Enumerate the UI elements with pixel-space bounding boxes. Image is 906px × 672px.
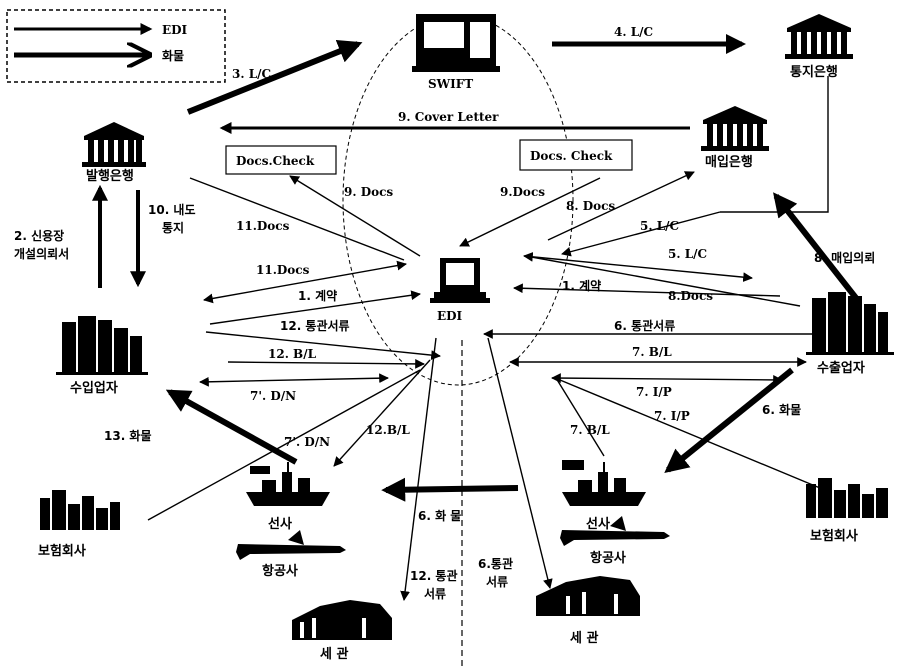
label-9-docs-left: 9. Docs [344,185,393,199]
line-advising-down [720,76,829,213]
label-7-bl: 7. B/L [632,345,672,359]
insurer-right-icon [806,478,888,518]
arrow-3-lc [186,39,363,115]
customs-left-icon [292,600,392,640]
customs-left-label: 세 관 [320,646,348,662]
arrow-13-goods [165,389,298,465]
issuing-bank-label: 발행은행 [86,168,134,184]
label-6-customs-docs: 6. 통관서류 [614,318,675,333]
arrow-9-docs-right [459,177,601,247]
arrow-11-docs [203,260,407,304]
line-11-docs [189,177,405,261]
label-2-lc-open-a: 2. 신용장 [14,228,64,243]
ship-right-icon [562,460,646,506]
legend: EDI 화물 [6,9,226,83]
label-9-cover-letter: 9. Cover Letter [398,110,499,124]
label-3-lc: 3. L/C [232,67,271,81]
exporter-building-icon [806,292,894,355]
label-1-contract-left: 1. 계약 [298,288,337,303]
label-8-docs: 8. Docs [566,199,615,213]
insurer-left-label: 보험회사 [38,543,86,559]
label-7-ip: 7. I/P [636,385,672,399]
docs-check-left-label: Docs.Check [236,154,315,168]
label-9-docs-right: 9.Docs [500,185,545,199]
label-7-dn: 7'. D/N [250,389,296,403]
label-12-bl: 12. B/L [268,347,317,361]
line-7-bl-ship [555,377,605,457]
negotiating-bank-label: 매입은행 [705,154,753,170]
label-12-customs-docs: 12. 통관서류 [280,318,350,333]
ship-left-icon [246,462,330,506]
label-12-bl-2: 12.B/L [366,423,410,437]
label-5-lc-b: 5. L/C [668,247,707,261]
airplane-left-icon [236,530,346,560]
airplane-right-icon [560,516,670,546]
arrow-goods-ship [381,477,519,502]
arrow-7-ip [551,373,783,385]
flow-arrows [92,34,859,601]
airline-left-label: 항공사 [262,563,298,579]
line-insurer-left [147,369,421,521]
label-4-lc: 4. L/C [614,25,653,39]
arrow-5-lc-a [561,211,721,257]
label-7-dn-2: 7'. D/N [284,435,330,449]
carrier-left-label: 선사 [268,516,292,532]
label-12-customs-b: 서류 [424,586,446,601]
issuing-bank-icon [82,122,146,167]
legend-edi-label: EDI [162,23,188,37]
customs-right-icon [536,576,640,616]
label-7-bl-2: 7. B/L [570,423,610,437]
label-6-customs-a: 6.통관 [478,556,513,571]
label-1-contract-right: 1. 계약 [562,278,601,293]
label-11-docs: 11.Docs [236,219,290,233]
label-5-lc-a: 5. L/C [640,219,679,233]
line-8-docs-exporter [525,255,801,307]
swift-computer-icon [412,14,500,72]
arrow-6-goods [664,367,794,474]
label-7-ip-2: 7. I/P [654,409,690,423]
arrow-7-dn [199,373,389,387]
docs-check-right-label: Docs. Check [530,149,613,163]
legend-goods-label: 화물 [162,48,184,63]
importer-label: 수입업자 [70,381,118,396]
label-2-lc-open-b: 개설의뢰서 [14,246,69,261]
carrier-right-label: 선사 [586,516,610,532]
label-12-customs-a: 12. 통관 [410,568,458,583]
advising-bank-icon [785,14,853,59]
label-10-notice-b: 통지 [162,220,184,235]
docs-check-right-box: Docs. Check [519,139,633,171]
arrow-12-bl [227,359,425,369]
label-10-notice-a: 10. 내도 [148,202,196,217]
arrow-1-contract-left [209,290,421,325]
label-6-customs-b: 서류 [486,574,508,589]
negotiating-bank-icon [701,106,769,151]
insurer-right-label: 보험회사 [810,528,858,544]
label-8-nego: 8. 매입의뢰 [814,250,875,265]
docs-check-left-box: Docs.Check [225,145,337,175]
exporter-label: 수출업자 [817,360,865,376]
arrow-8-docs [547,171,695,241]
airline-right-label: 항공사 [590,550,626,566]
edi-label: EDI [437,309,463,323]
arrow-8-negotiation-request [773,192,859,300]
importer-building-icon [56,316,148,375]
arrow-6-customs-down [487,337,553,589]
arrow-12-customs-down [400,337,437,601]
arrow-9-docs-left [289,175,421,257]
insurer-left-icon [40,490,120,530]
advising-bank-label: 통지은행 [790,64,838,80]
label-6-goods: 6. 화물 [762,402,801,417]
arrow-5-lc-b [523,251,753,283]
customs-right-label: 세 관 [570,630,598,646]
arrow-12-bl-ship [333,359,431,467]
label-6-goods-mid: 6. 화 물 [418,508,461,523]
swift-label: SWIFT [428,77,473,91]
label-11-docs-2: 11.Docs [256,263,310,277]
line-7-ip-insurer [559,379,821,489]
arrow-12-customs-docs [205,331,441,360]
label-13-goods: 13. 화물 [104,428,152,443]
edi-computer-icon [430,258,490,303]
label-8-docs-2: 8.Docs [668,289,713,303]
